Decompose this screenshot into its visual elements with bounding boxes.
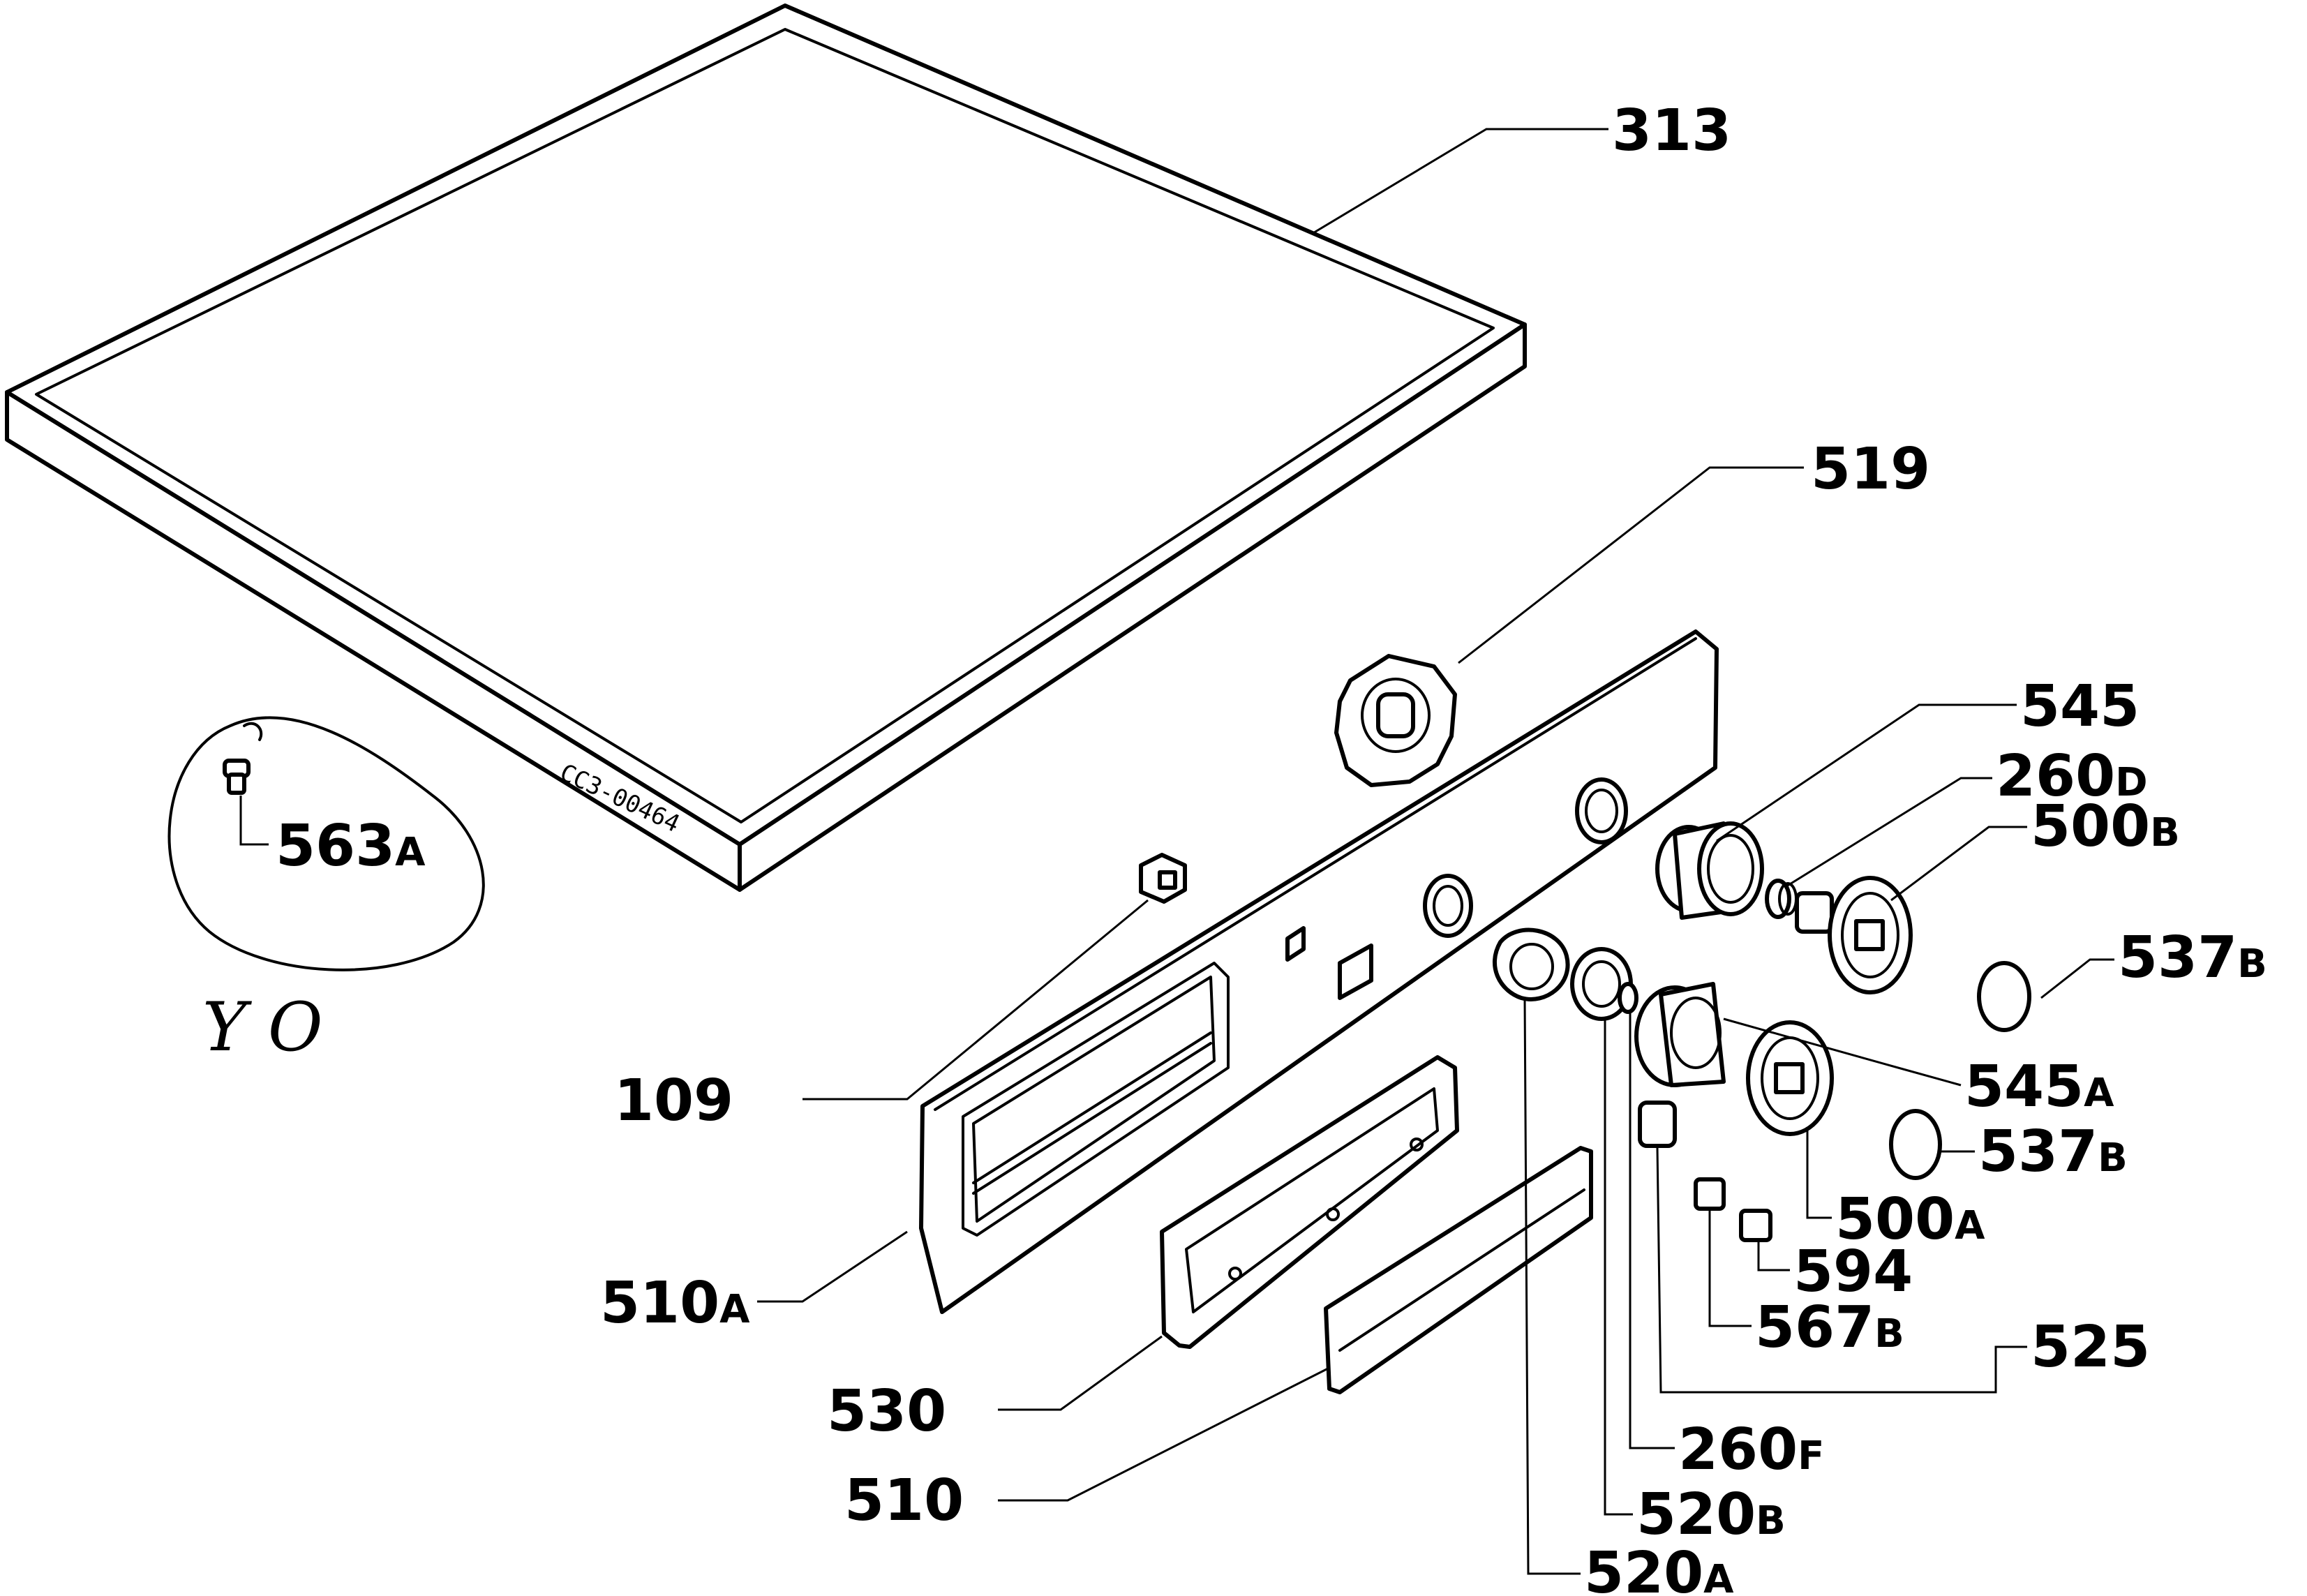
spring-260d xyxy=(1765,879,1798,919)
label-p537b1: 537B xyxy=(2118,925,2267,991)
label-p525: 525 xyxy=(2031,1314,2150,1380)
knob-545a xyxy=(1634,982,1726,1087)
label-p545: 545 xyxy=(2020,673,2140,740)
control-panel xyxy=(919,629,1719,1314)
label-p520b: 520B xyxy=(1636,1482,1786,1548)
label-p545a: 545A xyxy=(1964,1054,2114,1120)
knob-500b xyxy=(1795,876,1913,994)
spring-260f xyxy=(1618,982,1638,1014)
screw-icon xyxy=(223,759,251,795)
label-p563a: 563A xyxy=(276,813,426,879)
label-p500b: 500B xyxy=(2031,793,2180,860)
label-p567b: 567B xyxy=(1755,1295,1904,1361)
button-594 xyxy=(1739,1209,1772,1242)
label-p260d: 260D xyxy=(1996,743,2148,810)
cap-537b-top xyxy=(1977,961,2031,1032)
label-p530: 530 xyxy=(827,1378,946,1445)
label-p537b2: 537B xyxy=(1978,1119,2128,1185)
knob-500a xyxy=(1746,1020,1834,1136)
label-p260f: 260F xyxy=(1678,1417,1824,1483)
clip-525 xyxy=(1638,1101,1677,1148)
leader-lines xyxy=(239,128,2114,1575)
handle-530 xyxy=(1160,1055,1459,1349)
label-p519: 519 xyxy=(1811,436,1930,502)
strip-510 xyxy=(1324,1146,1593,1394)
panel-hole-left xyxy=(1423,874,1473,938)
cap-537b-bottom xyxy=(1889,1109,1942,1180)
handwritten-note: Y O xyxy=(202,988,323,1066)
label-p500a: 500A xyxy=(1835,1186,1985,1253)
panel-small-indicator xyxy=(1285,926,1373,1000)
label-p510: 510 xyxy=(844,1468,964,1534)
button-567b xyxy=(1694,1177,1726,1211)
label-p594: 594 xyxy=(1793,1239,1913,1305)
ring-520a xyxy=(1492,927,1570,1001)
label-p313: 313 xyxy=(1612,98,1731,164)
label-p109: 109 xyxy=(614,1068,733,1134)
knob-545 xyxy=(1655,821,1764,920)
programmer-gear xyxy=(1334,654,1457,787)
part-labels: 313 519 545 260D 500B 537B 545A 537B 500… xyxy=(276,98,2267,1596)
clip-109 xyxy=(1139,853,1187,904)
label-p510a: 510A xyxy=(600,1270,750,1336)
circled-detail xyxy=(167,716,485,971)
panel-hole-right xyxy=(1575,777,1628,844)
worktop-lid xyxy=(5,3,1527,892)
label-p520a: 520A xyxy=(1584,1540,1734,1596)
